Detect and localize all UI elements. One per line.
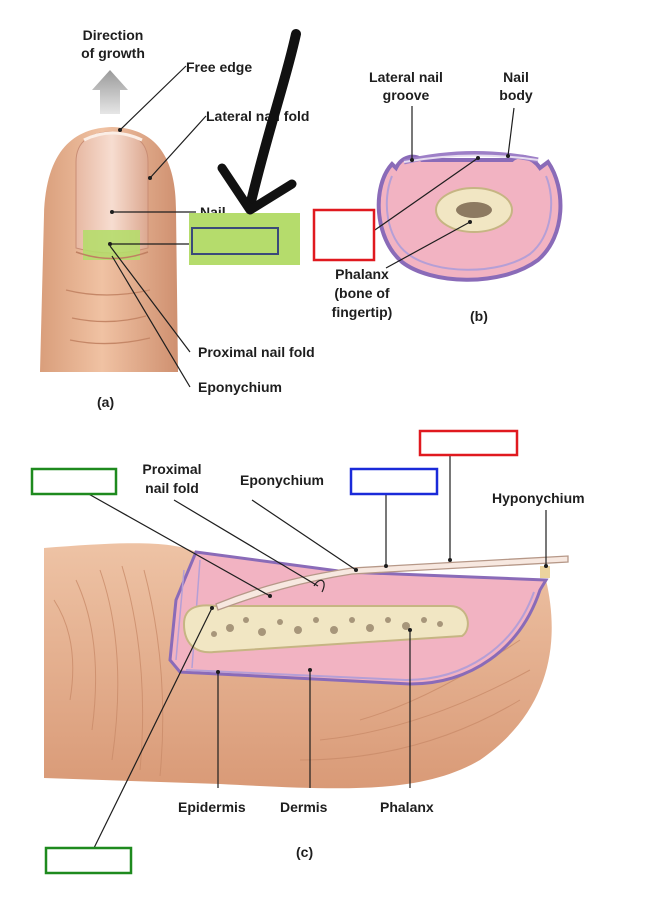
proximal-nail-fold-label-c1: Proximal bbox=[142, 461, 201, 477]
up-arrow-icon bbox=[92, 70, 128, 114]
answer-box-c-green-bottom[interactable] bbox=[44, 846, 133, 875]
nail-body-label-line2: body bbox=[499, 87, 533, 103]
lateral-groove-label-line2: groove bbox=[383, 87, 430, 103]
hyponychium-label: Hyponychium bbox=[492, 490, 585, 506]
answer-box-a[interactable] bbox=[191, 227, 279, 255]
panel-b-caption: (b) bbox=[470, 308, 488, 324]
hand-drawn-arrow-icon bbox=[217, 29, 301, 215]
panel-a: Direction of growth Free edge Lateral na… bbox=[40, 27, 315, 410]
proximal-nail-fold-label: Proximal nail fold bbox=[198, 344, 315, 360]
answer-box-c-top-red[interactable] bbox=[418, 429, 519, 457]
lateral-nail-fold-label: Lateral nail fold bbox=[206, 108, 309, 124]
lateral-groove-label-line1: Lateral nail bbox=[369, 69, 443, 85]
nail-body-label-line1: Nail bbox=[503, 69, 529, 85]
answer-box-c-blue[interactable] bbox=[349, 467, 439, 496]
panel-b: Lateral nail groove Nail body Phalanx (b… bbox=[312, 69, 563, 324]
dermis-label: Dermis bbox=[280, 799, 328, 815]
answer-box-b[interactable] bbox=[312, 208, 376, 262]
direction-label-line1: Direction bbox=[83, 27, 144, 43]
phalanx-bone-c bbox=[182, 604, 469, 654]
proximal-nail-fold-label-c2: nail fold bbox=[145, 480, 199, 496]
answer-box-c-green-top[interactable] bbox=[30, 467, 118, 496]
panel-c-caption: (c) bbox=[296, 844, 313, 860]
free-edge-label: Free edge bbox=[186, 59, 252, 75]
eponychium-label-a: Eponychium bbox=[198, 379, 282, 395]
answer-box-highlight bbox=[189, 213, 300, 265]
phalanx-label-c: Phalanx bbox=[380, 799, 434, 815]
panel-a-caption: (a) bbox=[97, 394, 114, 410]
panel-c: Proximal nail fold Eponychium Hyponychiu… bbox=[30, 429, 585, 875]
direction-label-line2: of growth bbox=[81, 45, 145, 61]
phalanx-label-line3: fingertip) bbox=[332, 304, 393, 320]
phalanx-label-line2: (bone of bbox=[334, 285, 390, 301]
nail-plate-c bbox=[215, 555, 569, 611]
epidermis-label: Epidermis bbox=[178, 799, 246, 815]
eponychium-label-c: Eponychium bbox=[240, 472, 324, 488]
phalanx-label-line1: Phalanx bbox=[335, 266, 389, 282]
